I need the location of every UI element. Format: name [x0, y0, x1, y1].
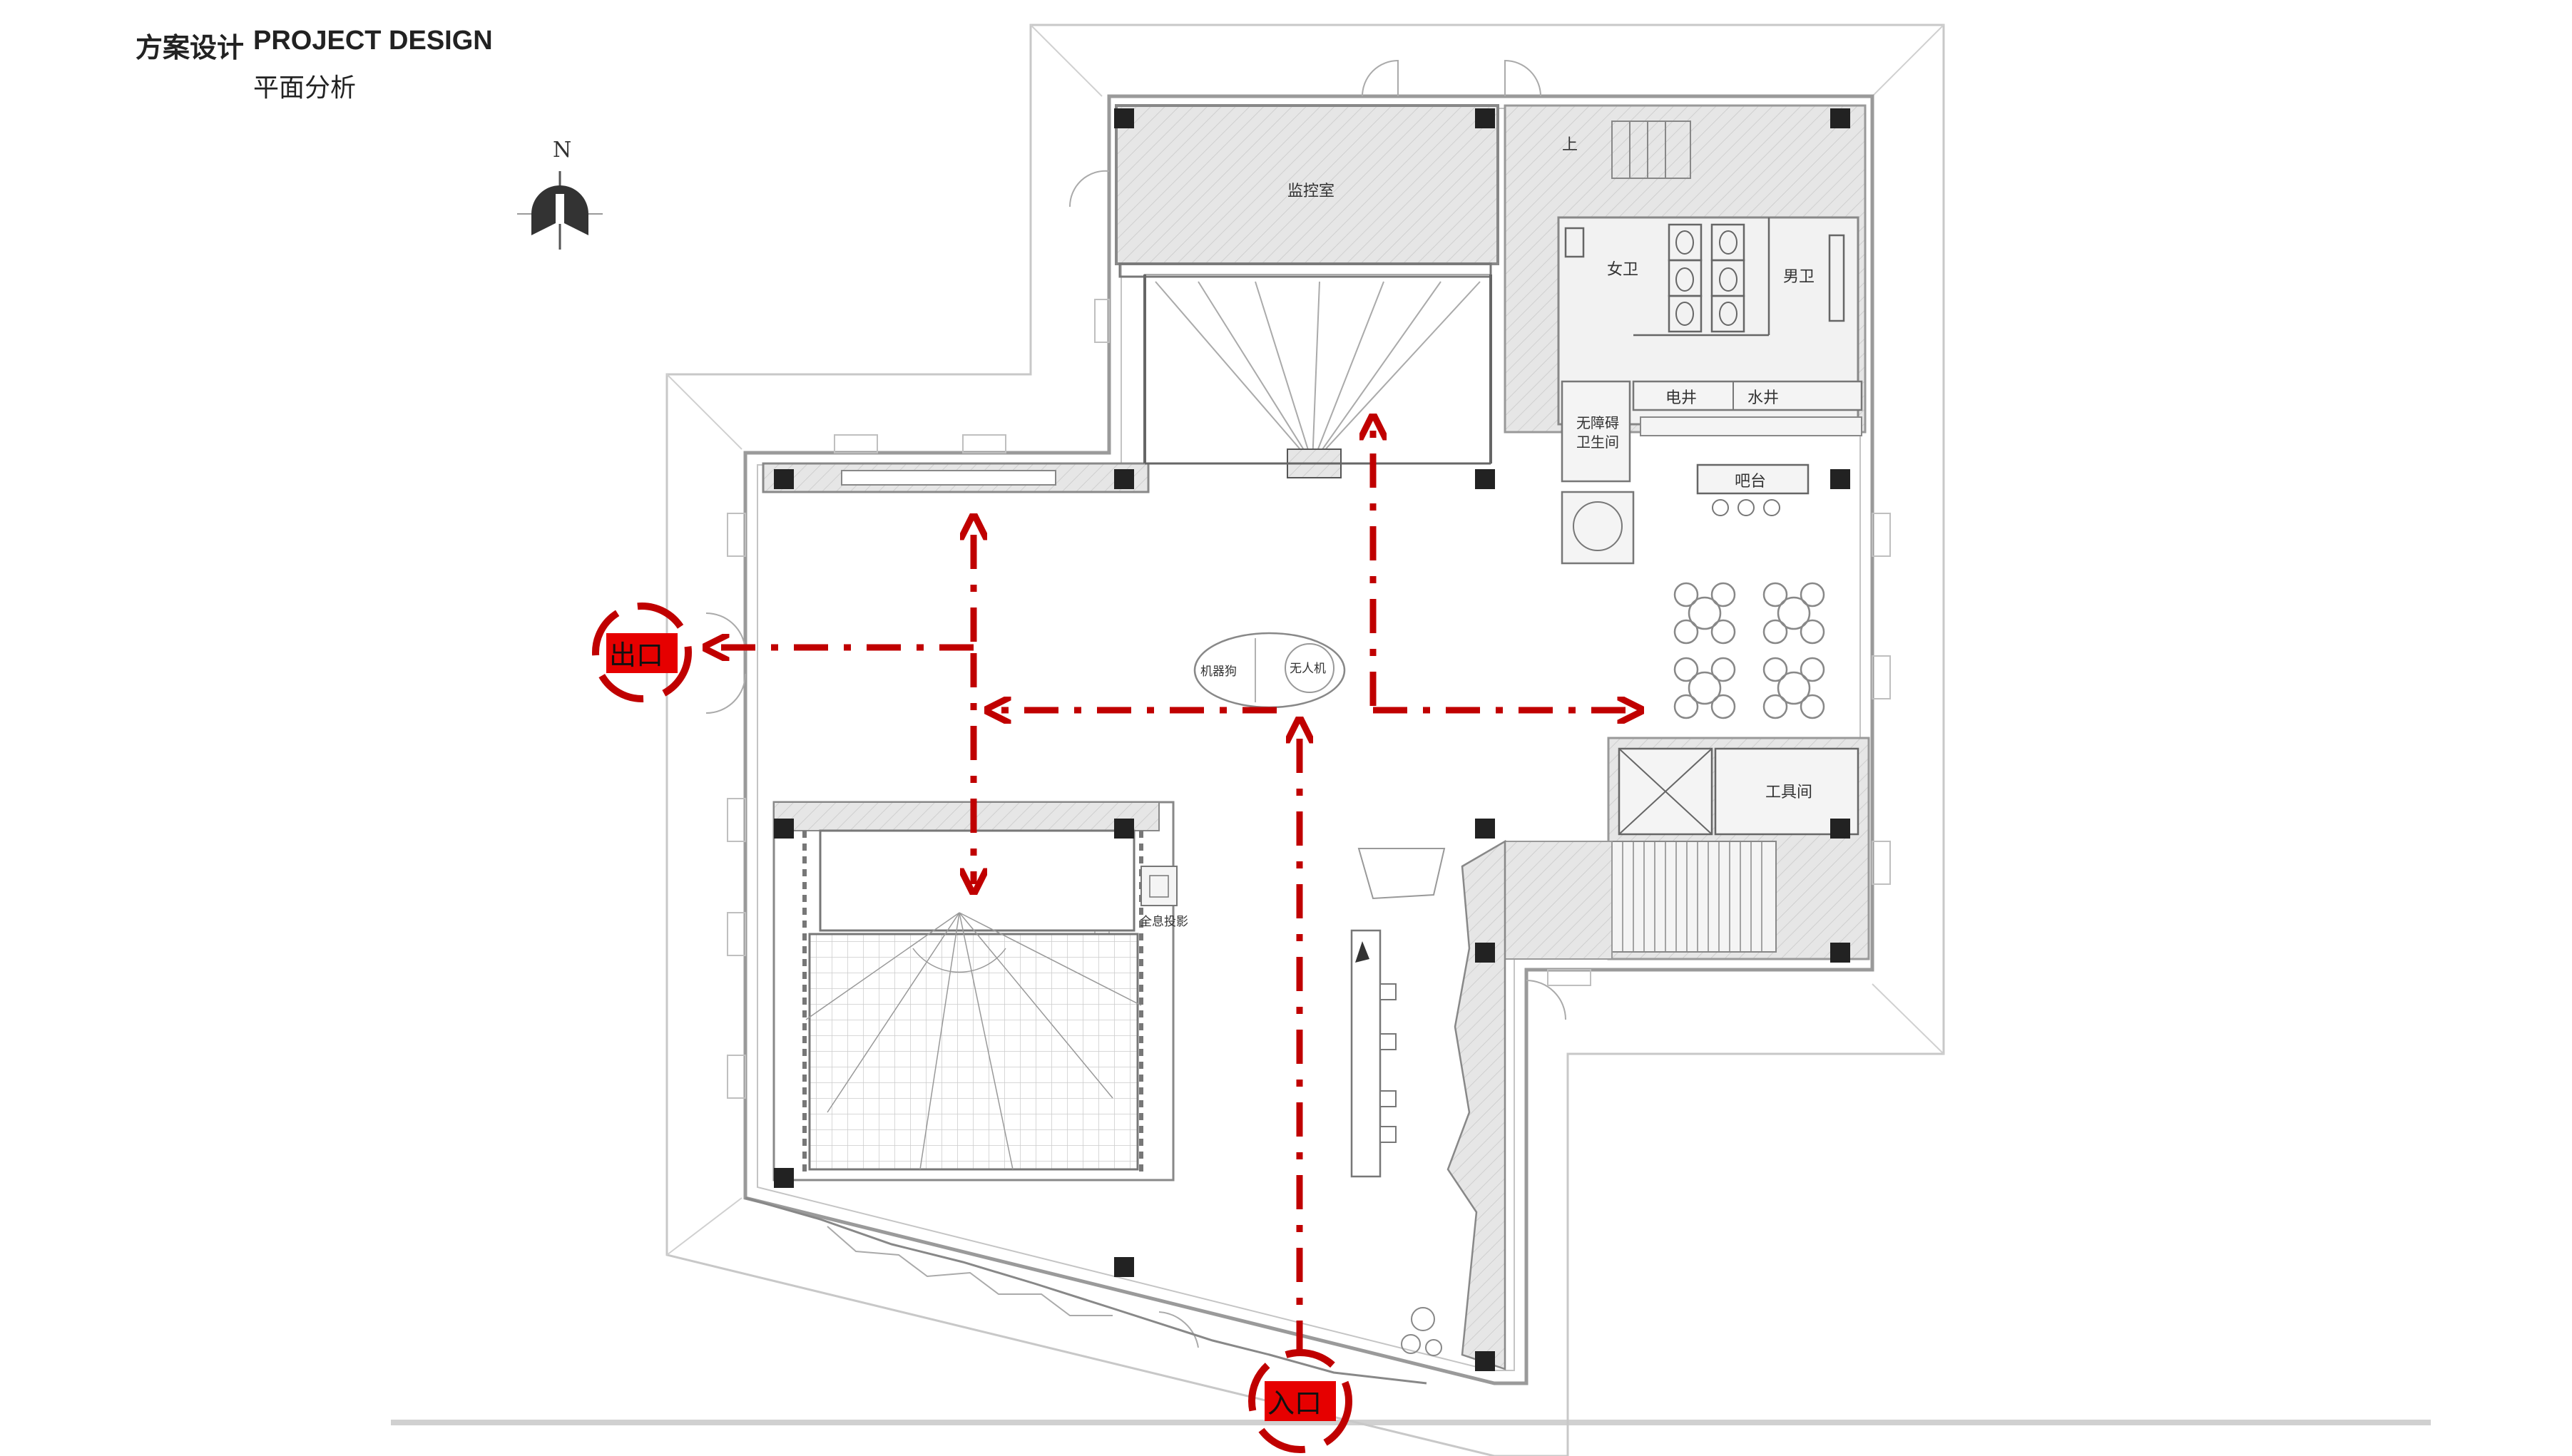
- projector-fan: [805, 912, 1142, 1170]
- exit-label: 出口: [609, 640, 663, 671]
- title-en: PROJECT DESIGN: [253, 26, 493, 56]
- stair-top-small: [1611, 121, 1691, 179]
- tool-room-label: 工具间: [1765, 784, 1812, 801]
- robot-dog-label: 机器狗: [1200, 665, 1237, 679]
- title-cn: 方案设计: [136, 32, 245, 63]
- fin-wall: [1446, 839, 1506, 1370]
- tool-room: [1714, 747, 1859, 836]
- entrance-label: 入口: [1267, 1388, 1322, 1419]
- drone-label: 无人机: [1290, 662, 1326, 676]
- monitor-room-label: 监控室: [1287, 183, 1335, 200]
- toilet-stalls: [1564, 217, 1845, 337]
- cafe-tables: [1673, 582, 1825, 719]
- exit-marker: 出口: [592, 603, 692, 702]
- female-wc-label: 女卫: [1607, 261, 1638, 279]
- subtitle: 平面分析: [253, 73, 357, 103]
- shaft-row: [1632, 380, 1863, 411]
- hologram-grid: [808, 933, 1139, 1171]
- north-compass-icon: N: [517, 138, 603, 250]
- lower-facade: [745, 1196, 1427, 1385]
- outer-boundary: [665, 24, 1945, 1456]
- stair-bottom: [1611, 841, 1777, 953]
- water-shaft-label: 水井: [1747, 389, 1779, 407]
- compass-letter: N: [553, 138, 571, 163]
- accessible-label-1: 无障碍: [1576, 414, 1619, 431]
- accessible-label-2: 卫生间: [1576, 434, 1619, 451]
- hologram-label: 全息投影: [1140, 915, 1188, 929]
- reception-counter: [1350, 929, 1382, 1178]
- columns: [774, 108, 1850, 1371]
- circulation-flows: [713, 424, 1633, 1355]
- entrance-marker: 入口: [1248, 1349, 1352, 1453]
- bar-counter: [1696, 463, 1810, 495]
- stair-up-top-label: 上: [1562, 136, 1578, 154]
- electric-shaft-label: 电井: [1665, 389, 1697, 407]
- accessible-toilet: [1561, 380, 1631, 483]
- male-wc-label: 男卫: [1783, 268, 1815, 286]
- bar-label: 吧台: [1735, 473, 1766, 491]
